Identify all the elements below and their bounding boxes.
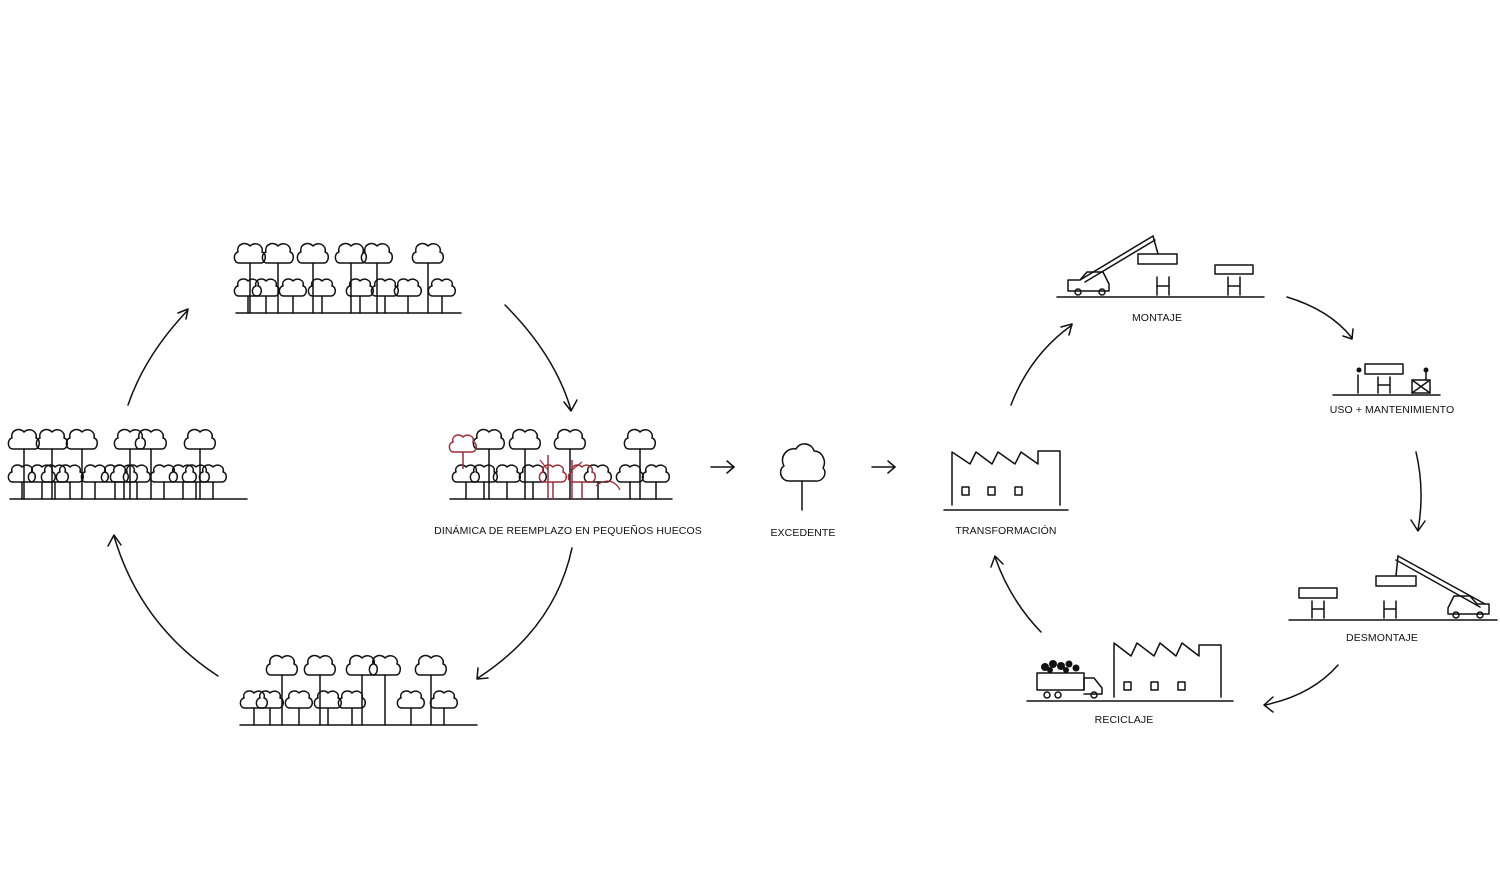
dump-truck-icon xyxy=(1036,660,1103,699)
building-module-icon xyxy=(1298,587,1338,619)
factory-icon xyxy=(1113,642,1222,698)
building-module-icon xyxy=(1137,253,1178,296)
forest-bottom-icon xyxy=(239,654,478,726)
arrow-icon xyxy=(710,460,735,474)
forest-top-icon xyxy=(233,242,462,314)
surplus-label: EXCEDENTE xyxy=(770,527,836,539)
use-maintenance-label: USO + MANTENIMIENTO xyxy=(1329,404,1455,416)
forest-left-icon xyxy=(7,428,248,500)
arrow-icon xyxy=(1286,296,1353,339)
forest-gap-dynamics-icon xyxy=(448,428,673,500)
arrow-icon xyxy=(1415,451,1422,531)
arrow-icon xyxy=(113,535,219,677)
crane-truck-icon xyxy=(1067,235,1159,296)
recycling-icon xyxy=(1026,642,1234,702)
recycling-label: RECICLAJE xyxy=(1094,714,1154,726)
building-cycle-arrows xyxy=(990,296,1426,713)
scaffold-icon xyxy=(1411,367,1431,394)
transformation-label: TRANSFORMACIÓN xyxy=(955,525,1057,537)
disassembly-icon xyxy=(1288,555,1498,621)
building-module-icon xyxy=(1214,264,1254,296)
arrow-icon xyxy=(1264,664,1339,706)
assembly-label: MONTAJE xyxy=(1131,312,1183,324)
arrow-icon xyxy=(1010,324,1073,406)
forest-cycle-arrows xyxy=(107,304,578,680)
tree-icon xyxy=(779,443,826,511)
worker-icon xyxy=(1356,367,1362,394)
arrow-icon xyxy=(504,304,572,411)
use-maintenance-icon xyxy=(1332,363,1441,396)
assembly-icon xyxy=(1056,235,1265,298)
gap-dynamics-label: DINÁMICA DE REEMPLAZO EN PEQUEÑOS HUECOS xyxy=(434,525,702,537)
building-module-icon xyxy=(1375,575,1417,619)
crane-truck-icon xyxy=(1395,555,1490,619)
disassembly-label: DESMONTAJE xyxy=(1346,632,1418,644)
arrow-icon xyxy=(871,460,896,474)
arrow-icon xyxy=(994,556,1042,633)
factory-icon xyxy=(943,450,1069,511)
arrow-icon xyxy=(477,547,573,679)
arrow-icon xyxy=(127,309,189,406)
